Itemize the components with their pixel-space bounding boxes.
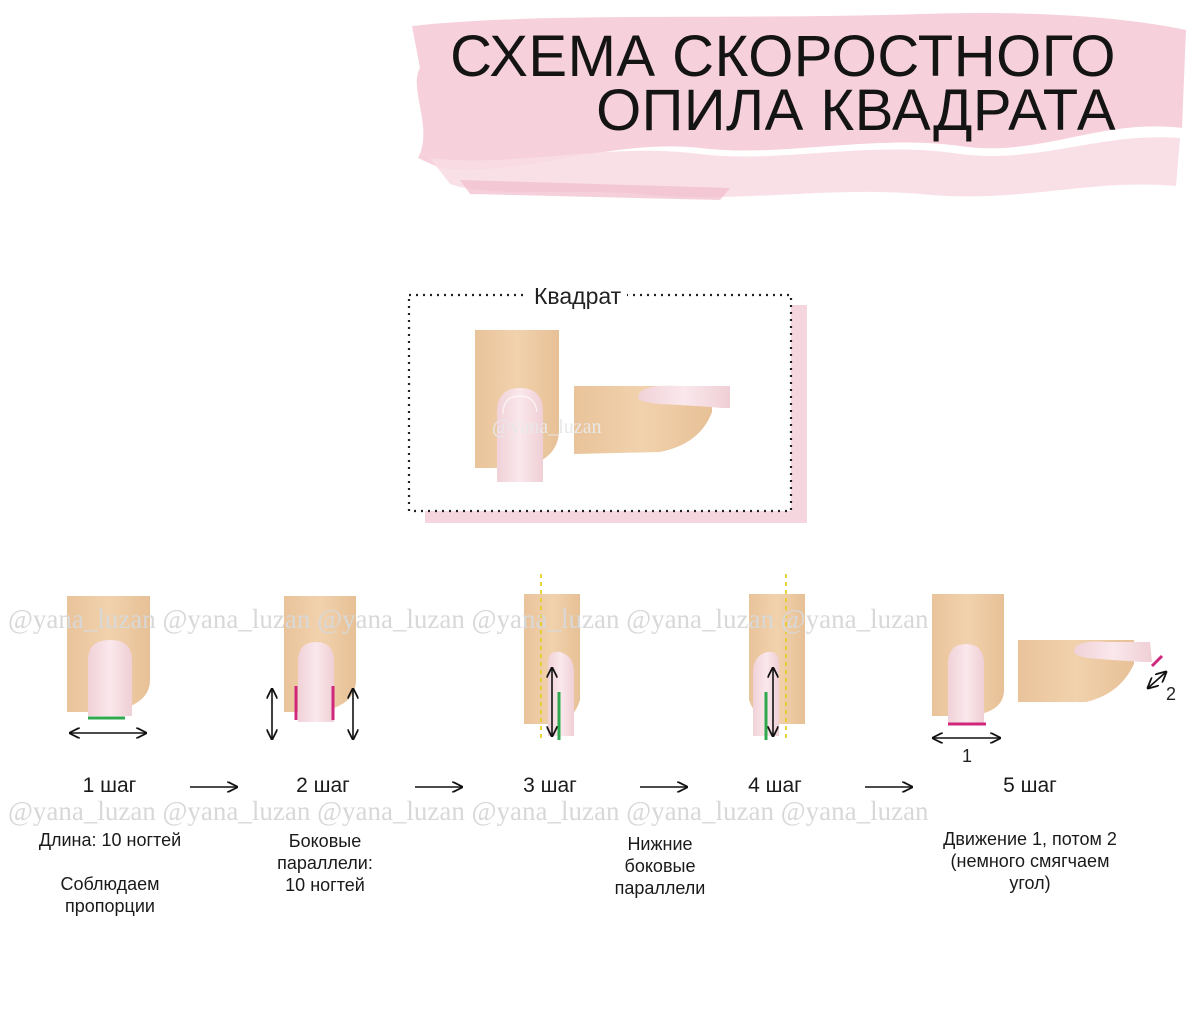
step-5-label: 5 шаг bbox=[1003, 774, 1057, 797]
watermark-row-top: @yana_luzan @yana_luzan @yana_luzan @yan… bbox=[8, 604, 929, 634]
steps-3-4-description: Нижние боковые параллели bbox=[614, 834, 706, 898]
reference-finger-side bbox=[574, 385, 730, 454]
reference-finger-front bbox=[475, 330, 559, 482]
step-3-label: 3 шаг bbox=[523, 774, 577, 797]
step-4-label: 4 шаг bbox=[748, 774, 802, 797]
title-line-1: СХЕМА СКОРОСТНОГО bbox=[450, 24, 1116, 89]
step-2-label: 2 шаг bbox=[296, 774, 350, 797]
step-1-description: Длина: 10 ногтей Соблюдаем пропорции bbox=[38, 830, 182, 916]
step-1-illustration bbox=[67, 596, 150, 733]
step-4-illustration bbox=[749, 574, 805, 742]
step-5-illustration bbox=[932, 594, 1166, 738]
watermark-row-bottom: @yana_luzan @yana_luzan @yana_luzan @yan… bbox=[8, 796, 929, 826]
step-2-illustration bbox=[272, 596, 356, 739]
motion-1-label: 1 bbox=[962, 746, 973, 766]
step-3-illustration bbox=[524, 574, 580, 742]
page-title: СХЕМА СКОРОСТНОГО ОПИЛА КВАДРАТА bbox=[450, 24, 1116, 143]
motion-2-label: 2 bbox=[1166, 684, 1177, 704]
watermark-center: @yana_luzan bbox=[492, 416, 602, 438]
shape-label: Квадрат bbox=[528, 283, 628, 310]
title-line-2: ОПИЛА КВАДРАТА bbox=[596, 78, 1116, 143]
step-2-description: Боковые параллели: 10 ногтей bbox=[277, 831, 373, 895]
step-5-description: Движение 1, потом 2 (немного смягчаем уг… bbox=[943, 829, 1117, 893]
pink-brush-stroke bbox=[412, 12, 1186, 200]
step-1-label: 1 шаг bbox=[82, 774, 137, 797]
